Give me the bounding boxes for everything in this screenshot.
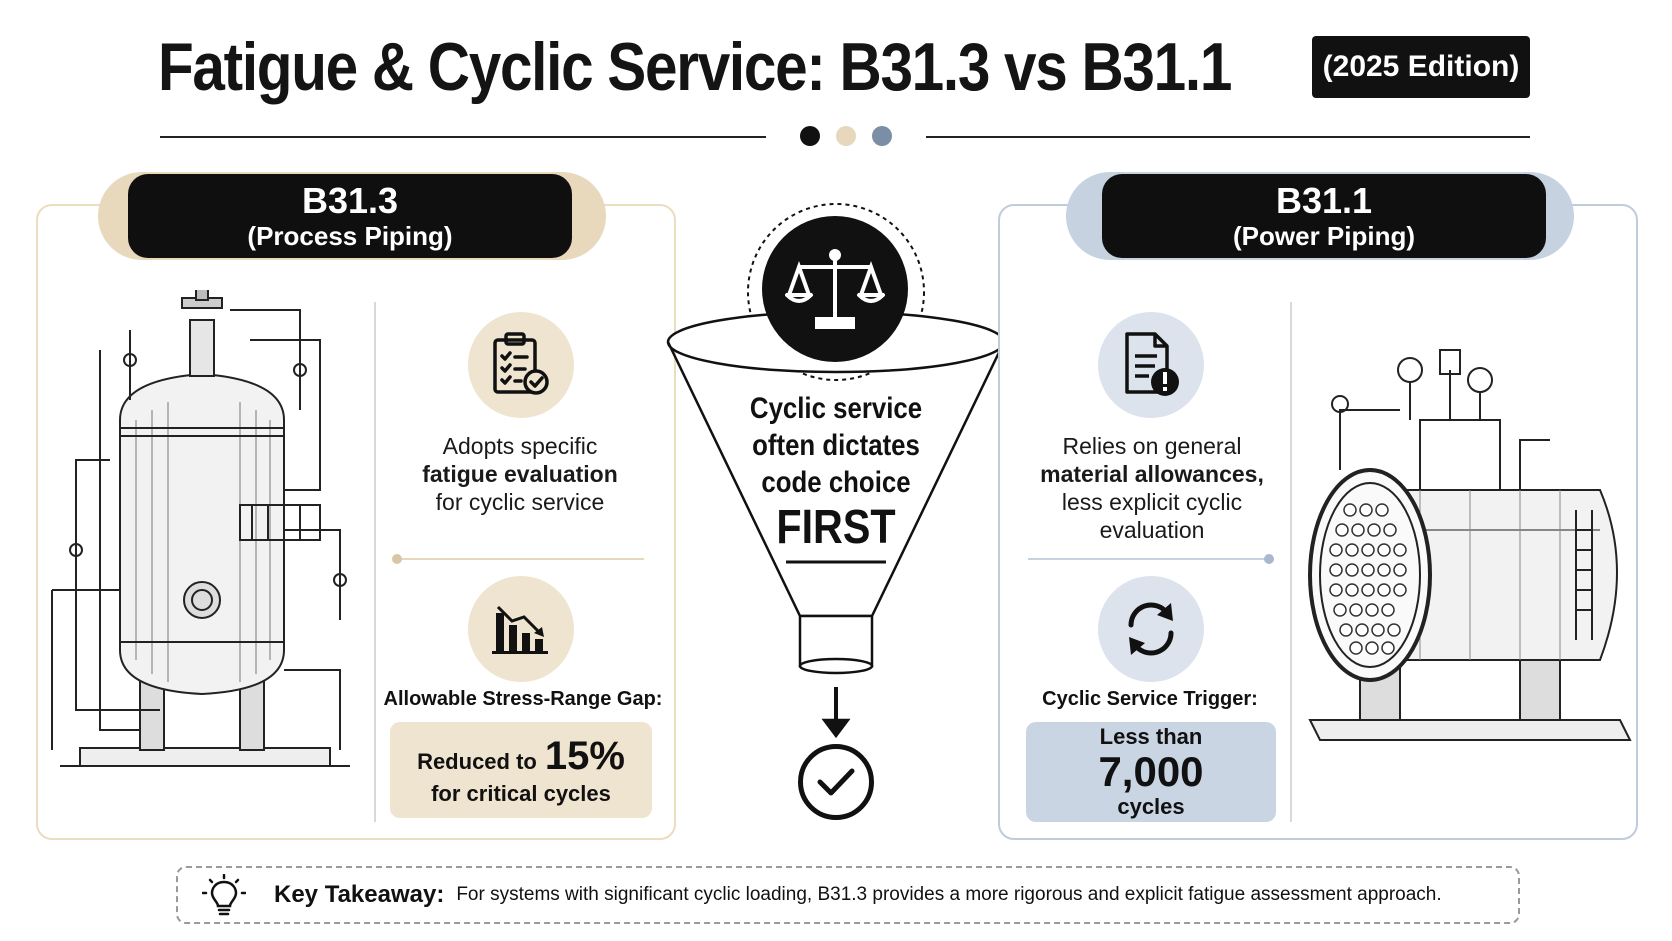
funnel-text: Cyclic service often dictates code choic… [749, 392, 923, 499]
title-rule-right [926, 136, 1530, 138]
b313-stat-box: Reduced to 15% for critical cycles [390, 722, 652, 818]
b313-divider-dot [392, 554, 402, 564]
b313-stat-value: 15% [544, 733, 625, 778]
scales-of-justice-icon [762, 216, 908, 362]
b311-banner: B31.1 (Power Piping) [1102, 174, 1546, 258]
declining-bar-chart-icon [468, 576, 574, 682]
checklist-icon [468, 312, 574, 418]
b311-divider-vertical [1290, 302, 1292, 822]
checkmark-circle-icon [798, 744, 874, 820]
key-takeaway-box: Key Takeaway: For systems with significa… [176, 866, 1520, 924]
b313-banner: B31.3 (Process Piping) [128, 174, 572, 258]
document-warning-icon [1098, 312, 1204, 418]
edition-badge: (2025 Edition) [1312, 36, 1530, 98]
b311-stat-value: 7,000 [1098, 748, 1204, 795]
heat-exchanger-illustration [1308, 349, 1632, 741]
dot-blue [872, 126, 892, 146]
funnel-emphasis: FIRST [776, 501, 896, 554]
process-vessel-illustration [51, 290, 350, 767]
page-title: Fatigue & Cyclic Service: B31.3 vs B31.1 [158, 29, 1232, 105]
cycle-arrows-icon [1098, 576, 1204, 682]
b313-stat-prefix: Reduced to [417, 748, 537, 774]
dot-dark [800, 126, 820, 146]
b313-code: B31.3 [301, 180, 399, 221]
dot-beige [836, 126, 856, 146]
b313-description: Adopts specific fatigue evaluation for c… [422, 433, 618, 515]
b313-stat-suffix: for critical cycles [431, 780, 611, 806]
b311-code: B31.1 [1275, 180, 1373, 221]
takeaway-text: For systems with significant cyclic load… [456, 884, 1442, 905]
b313-divider-vertical [374, 302, 376, 822]
b311-stat-suffix: cycles [1117, 794, 1185, 819]
b311-stat-prefix: Less than [1099, 724, 1203, 749]
b311-divider-horizontal [1028, 558, 1268, 560]
header: Fatigue & Cyclic Service: B31.3 vs B31.1… [0, 24, 1672, 114]
b311-subtitle: (Power Piping) [1233, 221, 1415, 251]
b311-stat-label: Cyclic Service Trigger: [1042, 688, 1258, 710]
title-rule-left [160, 136, 766, 138]
b313-subtitle: (Process Piping) [247, 221, 453, 251]
b311-divider-dot [1264, 554, 1274, 564]
b313-divider-horizontal [398, 558, 644, 560]
lightbulb-icon [202, 874, 246, 916]
b311-description: Relies on general material allowances, l… [1040, 433, 1264, 543]
b313-stat-label: Allowable Stress-Range Gap: [383, 688, 663, 710]
takeaway-label: Key Takeaway: [274, 881, 445, 908]
b311-stat-box: Less than 7,000 cycles [1026, 722, 1276, 822]
